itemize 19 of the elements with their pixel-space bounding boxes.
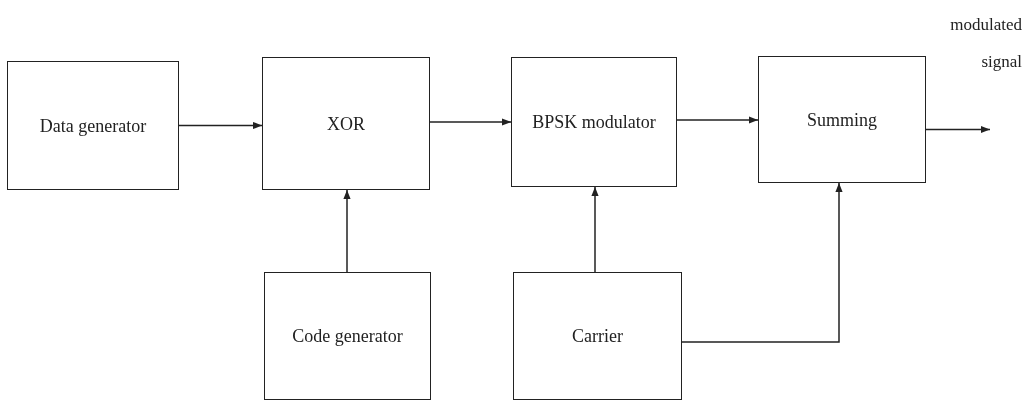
block-label: Carrier xyxy=(572,325,623,348)
block-box xyxy=(262,57,430,190)
block-label: Summing xyxy=(807,108,877,132)
block-box xyxy=(511,57,677,187)
arrow xyxy=(676,116,759,124)
block-label: XOR xyxy=(327,112,365,136)
block-label: Code generator xyxy=(292,325,403,348)
arrow xyxy=(681,182,843,343)
block-label: Data generator xyxy=(39,114,147,138)
arrow xyxy=(343,189,351,273)
block-box xyxy=(758,56,926,183)
arrow xyxy=(178,121,263,130)
block-box xyxy=(264,272,431,400)
block-label: BPSK modulator xyxy=(532,111,656,134)
block-box xyxy=(513,272,682,400)
arrow xyxy=(429,118,512,126)
arrow xyxy=(925,125,991,134)
block-box xyxy=(7,61,179,190)
arrow xyxy=(591,186,599,273)
